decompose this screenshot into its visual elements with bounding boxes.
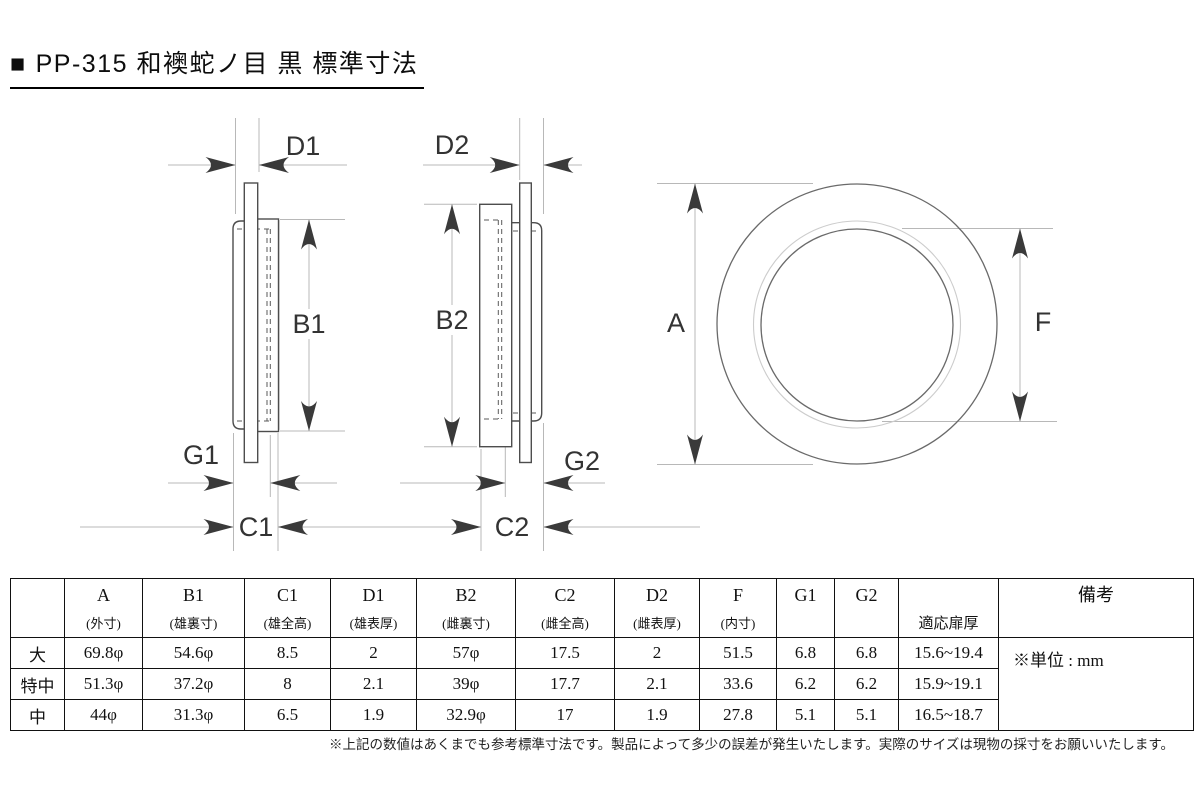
dim-label-g1: G1 xyxy=(183,440,219,470)
square-bullet-icon: ■ xyxy=(10,50,27,78)
flange-plate xyxy=(243,182,259,464)
remarks-cell: ※単位 : mm xyxy=(998,637,1194,731)
cell: 39φ xyxy=(416,668,516,700)
cell: 27.8 xyxy=(699,699,777,731)
cell: 6.8 xyxy=(776,637,835,669)
dim-label-g2: G2 xyxy=(564,446,600,476)
row-label: 大 xyxy=(10,637,65,669)
header-cell-b1: B1(雄裏寸) xyxy=(142,578,245,638)
cell: 54.6φ xyxy=(142,637,245,669)
header-cell-g1: G1 xyxy=(776,578,835,638)
label-mask xyxy=(288,309,330,339)
cell: 33.6 xyxy=(699,668,777,700)
cell: 8 xyxy=(244,668,331,700)
dimension-arrows xyxy=(444,157,574,535)
header-cell-b2: B2(雌裏寸) xyxy=(416,578,516,638)
cell: 17.5 xyxy=(515,637,615,669)
header-cell-a: A(外寸) xyxy=(64,578,143,638)
flange-plate xyxy=(519,182,533,464)
page-title-text: PP-315 和襖蛇ノ目 黒 標準寸法 xyxy=(35,50,419,78)
cell: 1.9 xyxy=(330,699,417,731)
table-row-medium: 中 44φ 31.3φ 6.5 1.9 32.9φ 17 1.9 27.8 5.… xyxy=(10,699,1194,731)
cell: 17 xyxy=(515,699,615,731)
faint-circle xyxy=(752,220,962,429)
cell: 31.3φ xyxy=(142,699,245,731)
header-cell-c2: C2(雌全高) xyxy=(515,578,615,638)
cell: 6.8 xyxy=(834,637,899,669)
inner-circle xyxy=(760,228,954,422)
cell: 2.1 xyxy=(330,668,417,700)
cell: 69.8φ xyxy=(64,637,143,669)
cell: 44φ xyxy=(64,699,143,731)
label-mask xyxy=(431,305,473,335)
dimension-drawing: D1 B1 G1 C1 xyxy=(80,118,1057,551)
dim-label-b1: B1 xyxy=(292,309,325,339)
cell: 6.2 xyxy=(834,668,899,700)
cell: 2 xyxy=(330,637,417,669)
dimension-table: A(外寸) B1(雄裏寸) C1(雄全高) D1(雄表厚) B2(雌裏寸) C2… xyxy=(10,578,1194,731)
dim-label-c1: C1 xyxy=(239,512,274,542)
cell: 17.7 xyxy=(515,668,615,700)
cell: 51.5 xyxy=(699,637,777,669)
dimension-arrows xyxy=(203,157,317,535)
header-cell-c1: C1(雄全高) xyxy=(244,578,331,638)
cell: 5.1 xyxy=(834,699,899,731)
extension-lines xyxy=(330,118,700,551)
header-cell-f: F(内寸) xyxy=(699,578,777,638)
row-label: 特中 xyxy=(10,668,65,700)
dim-label-c2: C2 xyxy=(495,512,530,542)
male-side-diagram: D1 B1 G1 C1 xyxy=(80,118,390,551)
cell: 8.5 xyxy=(244,637,331,669)
cell: 2.1 xyxy=(614,668,700,700)
cell: 1.9 xyxy=(614,699,700,731)
extension-lines xyxy=(657,183,1057,465)
cell: 2 xyxy=(614,637,700,669)
hidden-lines xyxy=(484,219,540,420)
table-header-row: A(外寸) B1(雄裏寸) C1(雄全高) D1(雄表厚) B2(雌裏寸) C2… xyxy=(10,578,1194,638)
cell: 37.2φ xyxy=(142,668,245,700)
outer-circle xyxy=(716,183,998,465)
cell: 32.9φ xyxy=(416,699,516,731)
cell: 6.2 xyxy=(776,668,835,700)
header-cell-blank xyxy=(10,578,65,638)
dim-label-a: A xyxy=(667,308,685,338)
header-cell-d1: D1(雄表厚) xyxy=(330,578,417,638)
hidden-lines xyxy=(237,228,271,422)
cell: 16.5~18.7 xyxy=(898,699,999,731)
dim-label-d2: D2 xyxy=(435,130,470,160)
cup-outline xyxy=(479,203,513,448)
row-label: 中 xyxy=(10,699,65,731)
header-cell-door-thickness: 適応扉厚 xyxy=(898,578,999,638)
cell: 15.6~19.4 xyxy=(898,637,999,669)
cell: 51.3φ xyxy=(64,668,143,700)
header-cell-d2: D2(雌表厚) xyxy=(614,578,700,638)
header-cell-remarks: 備考 xyxy=(998,578,1194,638)
footnote: ※上記の数値はあくまでも参考標準寸法です。製品によって多少の誤差が発生いたします… xyxy=(329,737,1174,752)
female-side-diagram: D2 B2 G2 C2 xyxy=(330,118,700,551)
cell: 15.9~19.1 xyxy=(898,668,999,700)
table-row-special-medium: 特中 51.3φ 37.2φ 8 2.1 39φ 17.7 2.1 33.6 6… xyxy=(10,668,1194,700)
table-row-large: 大 69.8φ 54.6φ 8.5 2 57φ 17.5 2 51.5 6.8 … xyxy=(10,637,1194,731)
cell: 57φ xyxy=(416,637,516,669)
dim-label-d1: D1 xyxy=(286,131,321,161)
cell: 5.1 xyxy=(776,699,835,731)
dim-label-f: F xyxy=(1035,307,1052,337)
header-cell-g2: G2 xyxy=(834,578,899,638)
page-title: ■ PP-315 和襖蛇ノ目 黒 標準寸法 xyxy=(10,44,425,89)
dim-label-b2: B2 xyxy=(435,305,468,335)
front-view-diagram: A F xyxy=(657,183,1057,465)
cell: 6.5 xyxy=(244,699,331,731)
rim-outline xyxy=(256,218,280,433)
dimension-arrows xyxy=(687,183,1028,465)
